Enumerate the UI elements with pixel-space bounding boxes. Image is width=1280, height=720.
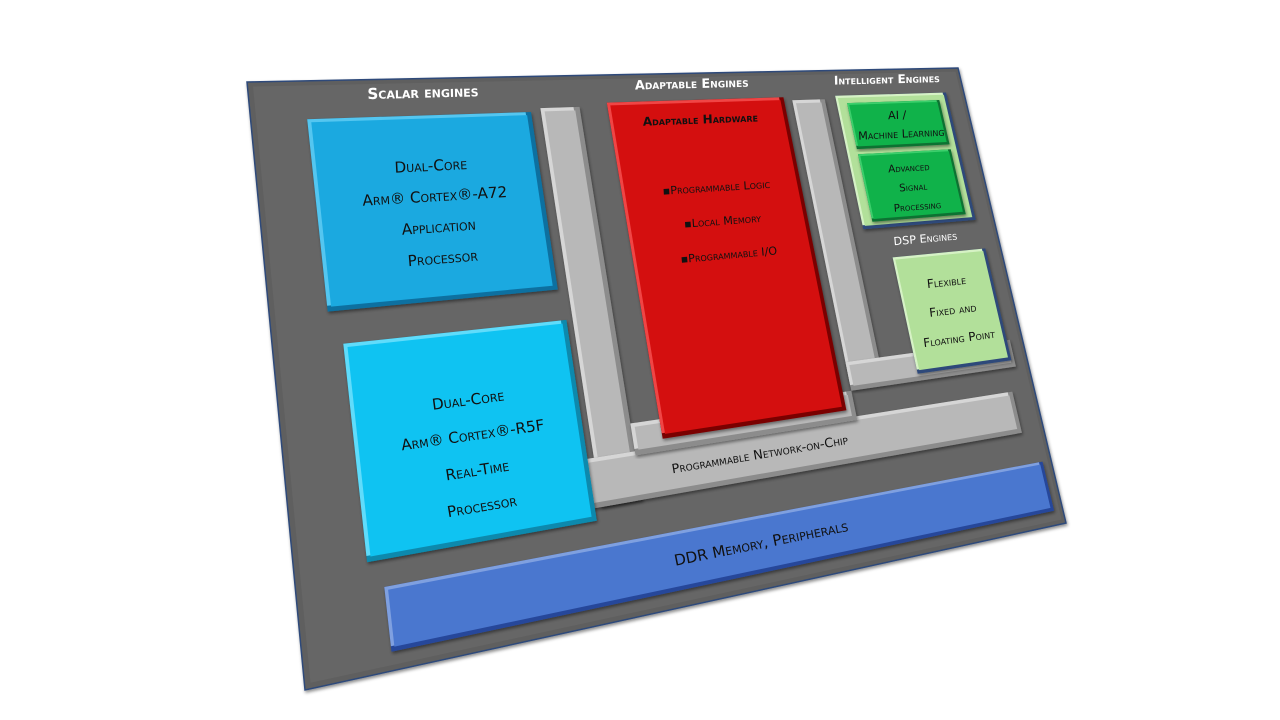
- a72-block: [311, 115, 553, 307]
- a72-label-line: Processor: [407, 247, 479, 271]
- asp-label-line: Processing: [893, 199, 941, 215]
- ai-ml-label-line: Machine Learning: [858, 126, 945, 143]
- a72-label-line: Application: [401, 216, 476, 239]
- r5f-block: [347, 323, 592, 557]
- noc-rail-right: [796, 102, 879, 383]
- adaptable-hardware-title: Adaptable Hardware: [643, 110, 759, 128]
- section-title-dsp: DSP Engines: [893, 230, 958, 249]
- section-title-scalar: Scalar engines: [367, 82, 479, 103]
- asp-block: [860, 151, 963, 219]
- noc-rail-left: [544, 110, 637, 502]
- ai-ml-block: [849, 101, 947, 147]
- ai-ml-label-line: AI /: [888, 109, 907, 123]
- a72-label-line: Dual-Core: [394, 155, 468, 177]
- dsp-block: [895, 251, 1008, 371]
- dsp-label-line: Flexible: [926, 273, 967, 291]
- ddr-block: [388, 464, 1051, 647]
- asp-label-line: Signal: [899, 181, 928, 195]
- adaptable-hardware-item: ▪Local Memory: [684, 212, 762, 231]
- asp-label-line: Advanced: [888, 161, 930, 175]
- dsp-label-line: Fixed and: [928, 300, 977, 320]
- section-title-intelligent: Intelligent Engines: [834, 71, 941, 88]
- adaptable-hardware-block: [610, 100, 842, 434]
- section-title-adaptable: Adaptable Engines: [635, 76, 749, 94]
